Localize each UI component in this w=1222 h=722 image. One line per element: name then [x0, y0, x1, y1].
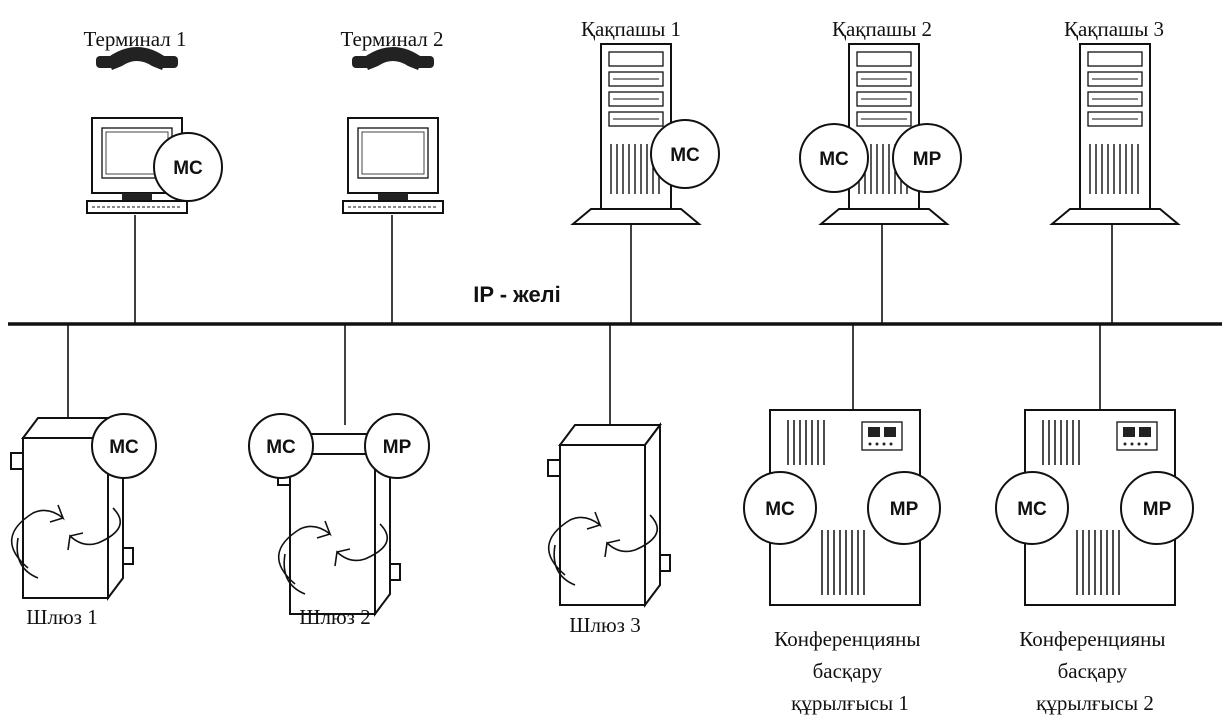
gatekeeper-1-mc-label: MC: [670, 145, 700, 166]
mcu-1-label: Конференцияны басқару құрылғысы 1: [774, 627, 925, 715]
gateway-icon: [548, 425, 670, 605]
mcu-2-label: Конференцияны басқару құрылғысы 2: [1019, 627, 1170, 715]
mcu-1-mc-label: MC: [765, 499, 795, 520]
gatekeeper-2-label: Қақпашы 2: [832, 17, 932, 41]
ip-network-label: IP - желі: [473, 282, 561, 307]
gatekeeper-1-label: Қақпашы 1: [581, 17, 681, 41]
gateway-2-mp-label: MP: [383, 437, 412, 458]
mcu-2-mc-label: MC: [1017, 499, 1047, 520]
gateway-1: MC Шлюз 1: [11, 414, 156, 629]
gateway-1-label: Шлюз 1: [26, 605, 97, 629]
gateway-1-mc-label: MC: [109, 437, 139, 458]
gatekeeper-3: Қақпашы 3: [1052, 17, 1178, 224]
gateway-2-mc-label: MC: [266, 437, 296, 458]
terminal-1: Терминал 1 MC: [83, 27, 222, 213]
gatekeeper-2-mc-label: MC: [819, 149, 849, 170]
gatekeeper-1: Қақпашы 1 MC: [573, 17, 719, 224]
mcu-1-mp-label: MP: [890, 499, 919, 520]
gatekeeper-2: Қақпашы 2 MC MP: [800, 17, 961, 224]
gateway-3-label: Шлюз 3: [569, 613, 640, 637]
terminal-icon: [343, 47, 443, 213]
gateway-2: MC MP Шлюз 2: [249, 414, 429, 629]
gatekeeper-3-label: Қақпашы 3: [1064, 17, 1164, 41]
mcu-2-mp-label: MP: [1143, 499, 1172, 520]
gateway-2-label: Шлюз 2: [299, 605, 370, 629]
mcu-2: MC MP Конференцияны басқару құрылғысы 2: [996, 410, 1193, 715]
server-icon: [1052, 44, 1178, 224]
mcu-1: MC MP Конференцияны басқару құрылғысы 1: [744, 410, 940, 715]
gateway-3: Шлюз 3: [548, 425, 670, 637]
terminal-1-mc-label: MC: [173, 158, 203, 179]
gatekeeper-2-mp-label: MP: [913, 149, 942, 170]
terminal-2: Терминал 2: [340, 27, 443, 213]
